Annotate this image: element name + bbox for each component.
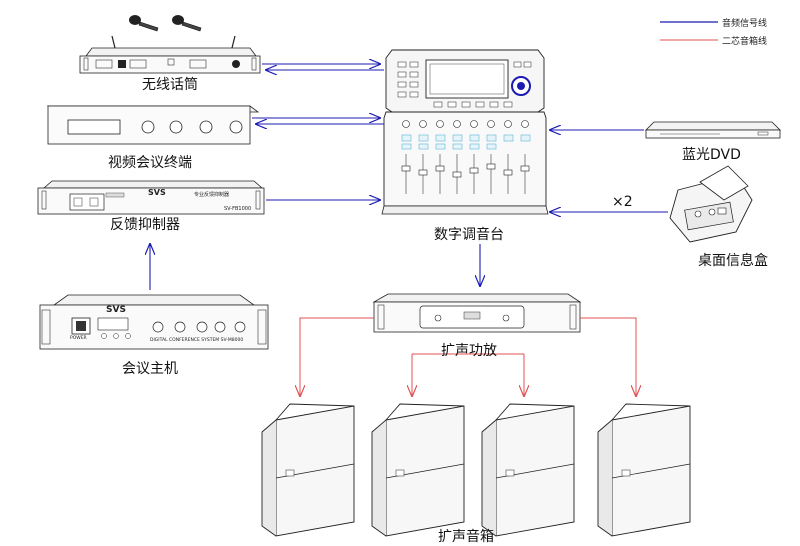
channel-strips: [401, 120, 531, 194]
label-bluray-dvd: 蓝光DVD: [682, 147, 741, 163]
legend-audio-label: 音频信号线: [722, 19, 768, 29]
label-desktop-info-box: 桌面信息盒: [698, 253, 768, 269]
host-panel-text: DIGITAL CONFERENCE SYSTEM SV-M8000: [150, 338, 244, 343]
speaker-connections: [300, 317, 636, 396]
host-power-label: POWER: [70, 336, 87, 341]
connector-amp-to-speaker-4: [580, 317, 636, 396]
conference-host-device: [39, 294, 269, 350]
host-brand: SVS: [106, 305, 126, 315]
speaker-4: [597, 403, 691, 537]
speaker-1: [261, 403, 355, 537]
label-amplifier: 扩声功放: [441, 343, 497, 359]
wireless-mic-device: [79, 15, 261, 74]
video-conference-device: [46, 105, 260, 145]
audio-connections: [150, 64, 668, 290]
label-feedback-suppressor: 反馈抑制器: [110, 217, 180, 233]
speaker-2: [371, 403, 465, 537]
label-digital-mixer: 数字调音台: [434, 227, 504, 243]
label-info-box-count: ×2: [612, 194, 633, 210]
label-wireless-mic: 无线话筒: [142, 77, 198, 93]
desktop-info-box-device: [669, 165, 753, 243]
microphone-icon: [129, 15, 159, 32]
microphone-icon: [172, 15, 202, 32]
legend-speaker-label: 二芯音箱线: [722, 37, 768, 47]
label-speakers: 扩声音箱: [438, 529, 494, 545]
suppressor-desc: 专业反馈抑制器: [194, 192, 230, 198]
suppressor-model: SV-FB1000: [224, 206, 252, 212]
amplifier-device: [372, 293, 582, 333]
bluray-dvd-device: [645, 121, 781, 139]
connector-amp-to-speaker-1: [300, 317, 374, 396]
label-conference-host: 会议主机: [122, 361, 178, 377]
suppressor-brand: SVS: [148, 188, 166, 197]
feedback-suppressor-device: [37, 180, 265, 215]
speaker-3: [481, 403, 575, 537]
digital-mixer-device: [381, 49, 549, 215]
label-video-conference: 视频会议终端: [108, 155, 192, 171]
